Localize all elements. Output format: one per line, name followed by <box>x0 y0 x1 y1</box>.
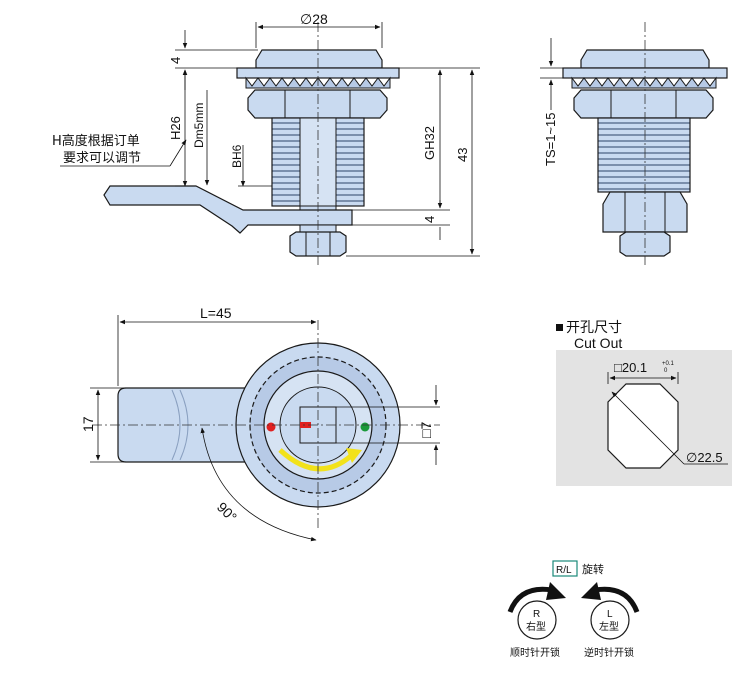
cutout-tol-lower: 0 <box>664 368 668 374</box>
cutout-title-cn: 开孔尺寸 <box>566 320 622 336</box>
left-caption: 逆时针开锁 <box>584 646 634 659</box>
red-dot <box>266 422 276 432</box>
dim-gh: GH32 <box>422 126 437 160</box>
cutout-diameter: ∅22.5 <box>686 450 723 465</box>
right-type: 右型 <box>526 620 546 633</box>
right-rotation-arrow <box>507 586 553 613</box>
dim-diameter: ∅28 <box>300 11 328 27</box>
rl-tag-text: R/L <box>556 565 572 576</box>
dim-dm: Dm5mm <box>192 103 206 148</box>
note-line-2: 要求可以调节 <box>63 151 141 166</box>
cutout-shape <box>607 383 679 469</box>
rotation-legend: R/L 旋转 R 右型 顺时针开锁 L 左型 逆时针开锁 <box>507 560 640 659</box>
rl-label: 旋转 <box>582 562 604 576</box>
cutout-panel: 开孔尺寸 Cut Out □20.1 +0.1 0 ∅22.5 <box>556 320 732 486</box>
left-type: 左型 <box>599 620 619 633</box>
right-type-circle <box>517 600 557 640</box>
dim-total: 43 <box>455 148 470 162</box>
left-type-circle <box>590 600 630 640</box>
hex-nut <box>247 89 388 119</box>
left-rotation-arrow <box>594 586 640 613</box>
dim-square: □7 <box>418 422 434 438</box>
dim-bottom: 4 <box>422 216 437 223</box>
note-line-1: H高度根据订单 <box>52 133 140 149</box>
dim-bh: BH6 <box>230 144 244 168</box>
front-view: L=45 17 □7 90° <box>80 305 440 542</box>
cutout-title-en: Cut Out <box>574 335 622 351</box>
dim-height: 17 <box>80 416 96 432</box>
rl-tag <box>552 560 578 577</box>
dim-ts: TS=1~15 <box>543 113 558 167</box>
right-letter: R <box>533 609 540 620</box>
right-caption: 顺时针开锁 <box>510 646 560 659</box>
end-view: TS=1~15 <box>540 22 728 265</box>
left-letter: L <box>607 609 613 620</box>
dim-top: 4 <box>168 57 183 64</box>
top-cap <box>255 49 383 69</box>
cutout-size: □20.1 <box>614 360 647 375</box>
dim-angle: 90° <box>214 499 240 525</box>
dim-length: L=45 <box>200 305 232 321</box>
side-view: ∅28 4 H26 Dm5mm BH6 GH32 4 43 H高度根据订单 要求… <box>52 11 480 265</box>
cutout-tol-upper: +0.1 <box>662 361 675 367</box>
green-dot <box>360 422 370 432</box>
dim-h: H26 <box>168 116 183 140</box>
